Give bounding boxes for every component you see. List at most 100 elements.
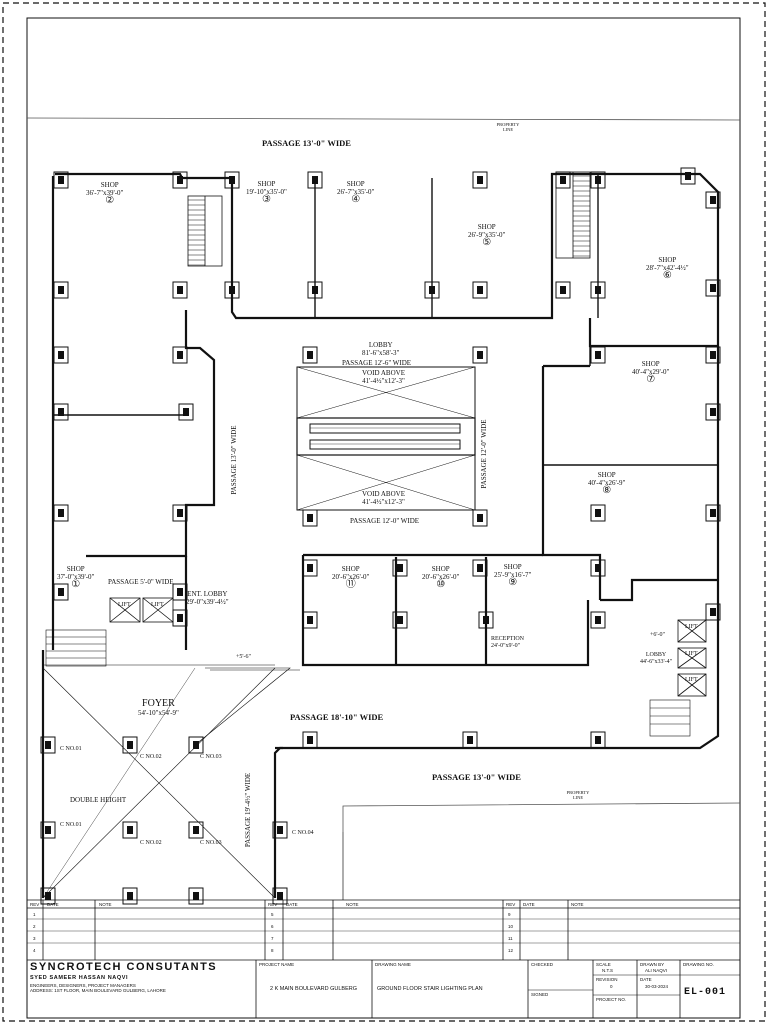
column-core-35 — [177, 588, 183, 596]
lifts-right — [677, 619, 707, 697]
note-header-1: NOTE — [99, 902, 112, 907]
passage-5-label: PASSAGE 5'-0" WIDE — [108, 578, 174, 586]
column-48 — [188, 736, 204, 754]
column-core-30 — [307, 514, 313, 522]
column-3 — [224, 171, 240, 189]
column-core-16 — [560, 286, 566, 294]
central-void — [296, 366, 476, 511]
column-46 — [40, 736, 56, 754]
entry-steps — [45, 629, 691, 737]
level-mark: +5'-6" — [236, 654, 251, 660]
column-core-15 — [477, 286, 483, 294]
stair-right — [555, 171, 591, 259]
stair-left — [187, 195, 223, 267]
column-core-51 — [595, 736, 601, 744]
property-line-label-top: PROPERTY LINE — [496, 122, 520, 132]
column-17 — [590, 281, 606, 299]
level-mark-2: +6'-0" — [650, 632, 665, 638]
column-51 — [590, 731, 606, 749]
column-core-27 — [710, 408, 716, 416]
column-39 — [590, 559, 606, 577]
column-41 — [302, 611, 318, 629]
passage-18-label: PASSAGE 18'-10" WIDE — [290, 712, 384, 722]
rev-num-5: 5 — [271, 912, 274, 917]
column-core-37 — [397, 564, 403, 572]
column-core-40 — [177, 614, 183, 622]
column-22 — [472, 346, 488, 364]
column-core-8 — [685, 172, 691, 180]
column-56 — [40, 887, 56, 905]
column-core-59 — [277, 892, 283, 900]
date-header-2: DATE — [286, 902, 298, 907]
rev-num-2: 2 — [33, 924, 36, 929]
column-core-2 — [177, 176, 183, 184]
rev-header-2: REV — [268, 902, 278, 907]
column-core-34 — [58, 588, 64, 596]
property-line-top — [26, 117, 741, 121]
column-tag-c04: C NO.04 — [292, 830, 314, 836]
passage-13-vert-label: PASSAGE 13'-0" WIDE — [230, 425, 238, 495]
column-55 — [272, 821, 288, 839]
engineer-name: SYED SAMEER HASSAN NAQVI — [30, 975, 129, 981]
note-header-2: NOTE — [346, 902, 359, 907]
column-5 — [472, 171, 488, 189]
column-tag-c02a: C NO.02 — [140, 754, 162, 760]
column-core-11 — [177, 286, 183, 294]
column-core-53 — [127, 826, 133, 834]
column-core-26 — [183, 408, 189, 416]
column-core-46 — [45, 741, 51, 749]
column-core-52 — [45, 826, 51, 834]
rev-num-12: 12 — [508, 948, 514, 953]
column-tag-c01a: C NO.01 — [60, 746, 82, 752]
rev-header-1: REV — [30, 902, 40, 907]
column-57 — [122, 887, 138, 905]
column-core-4 — [312, 176, 318, 184]
column-core-47 — [127, 741, 133, 749]
rev-num-9: 9 — [508, 912, 511, 917]
column-9 — [705, 191, 721, 209]
column-core-6 — [560, 176, 566, 184]
column-27 — [705, 403, 721, 421]
column-core-31 — [477, 514, 483, 522]
column-31 — [472, 509, 488, 527]
column-15 — [472, 281, 488, 299]
column-core-17 — [595, 286, 601, 294]
column-core-43 — [483, 616, 489, 624]
column-20 — [172, 346, 188, 364]
column-25 — [53, 403, 69, 421]
scale-value: N.T.S — [602, 968, 614, 973]
column-core-20 — [177, 351, 183, 359]
column-core-5 — [477, 176, 483, 184]
column-49 — [302, 731, 318, 749]
checked-label: CHECKED — [531, 962, 554, 967]
column-2 — [172, 171, 188, 189]
column-53 — [122, 821, 138, 839]
column-36 — [302, 559, 318, 577]
passage-12-vert-label: PASSAGE 12'-0" WIDE — [480, 419, 488, 489]
column-52 — [40, 821, 56, 839]
column-core-57 — [127, 892, 133, 900]
project-name-label: PROJECT NAME — [259, 962, 295, 967]
column-24 — [705, 346, 721, 364]
column-core-44 — [595, 616, 601, 624]
column-6 — [555, 171, 571, 189]
drawing-name: GROUND FLOOR STAIR LIGHTING PLAN — [377, 986, 483, 992]
column-30 — [302, 509, 318, 527]
lift-r2-label: LIFT — [685, 651, 698, 657]
drawn-by-label: DRAWN BY — [640, 962, 665, 967]
column-58 — [188, 887, 204, 905]
note-header-3: NOTE — [571, 902, 584, 907]
column-core-28 — [58, 509, 64, 517]
column-40 — [172, 609, 188, 627]
column-core-39 — [595, 564, 601, 572]
title-block-grid — [27, 899, 740, 1018]
